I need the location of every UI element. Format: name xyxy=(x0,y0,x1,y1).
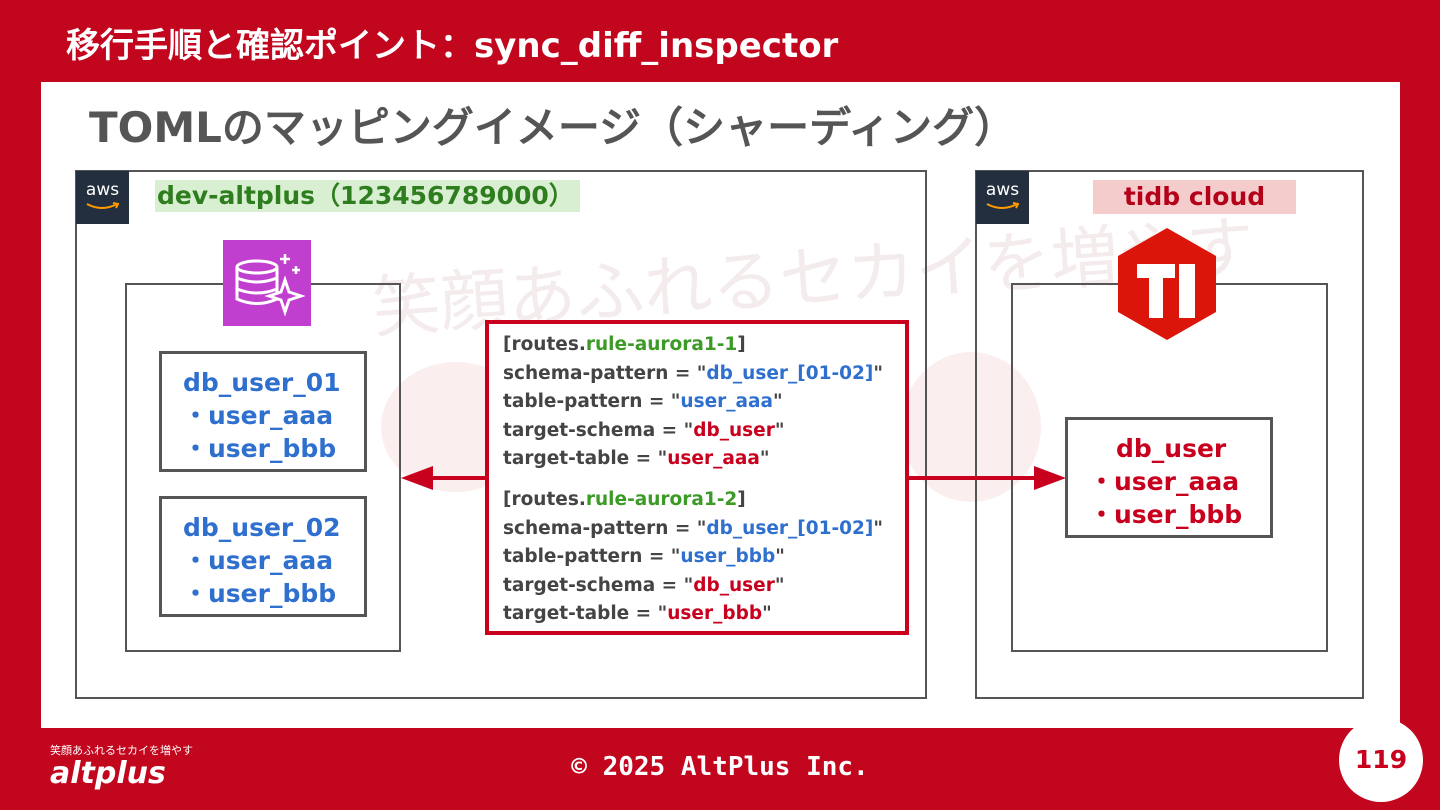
toml-target-table: target-table = "user_aaa" xyxy=(503,448,770,470)
toml-target-table: target-table = "user_bbb" xyxy=(503,603,772,625)
aurora-database-icon xyxy=(223,240,311,326)
toml-schema-pattern: schema-pattern = "db_user_[01-02]" xyxy=(503,362,883,384)
table-item: ・user_aaa xyxy=(1089,467,1240,496)
page-number: 119 xyxy=(1339,718,1423,802)
aws-account-label: dev-altplus（123456789000） xyxy=(155,180,580,212)
aws-icon: aws xyxy=(976,171,1029,224)
tidb-logo-icon xyxy=(1115,226,1219,342)
db-name: db_user_02 xyxy=(183,513,341,542)
table-item: ・user_bbb xyxy=(1089,500,1243,529)
content-panel: TOMLのマッピングイメージ（シャーディング） 笑顔あふれるセカイを増やす aw… xyxy=(41,82,1400,728)
toml-rule-header: [routes.rule-aurora1-1] xyxy=(503,334,746,355)
aws-icon: aws xyxy=(76,171,129,224)
db-name: db_user_01 xyxy=(183,368,341,397)
target-db-box: db_user ・user_aaa ・user_bbb xyxy=(1065,417,1273,538)
arrowhead-left xyxy=(401,466,433,490)
toml-rule-header: [routes.rule-aurora1-2] xyxy=(503,488,746,510)
toml-target-schema: target-schema = "db_user" xyxy=(503,419,785,441)
db-name: db_user xyxy=(1116,434,1227,463)
tidb-cloud-group xyxy=(975,170,1364,699)
arrowhead-right xyxy=(1034,466,1066,490)
header-title: 移行手順と確認ポイント：sync_diff_inspector xyxy=(66,26,839,66)
aws-account-group xyxy=(75,170,927,699)
table-item: ・user_bbb xyxy=(183,579,337,608)
toml-target-schema: target-schema = "db_user" xyxy=(503,574,785,596)
copyright-text: © 2025 AltPlus Inc. xyxy=(571,752,869,782)
toml-config-box: [routes.rule-aurora1-1] schema-pattern =… xyxy=(485,320,909,635)
toml-table-pattern: table-pattern = "user_bbb" xyxy=(503,546,785,568)
tidb-cloud-label: tidb cloud xyxy=(1093,180,1296,214)
toml-table-pattern: table-pattern = "user_aaa" xyxy=(503,391,783,413)
source-db-box: db_user_01 ・user_aaa ・user_bbb xyxy=(159,351,367,472)
toml-schema-pattern: schema-pattern = "db_user_[01-02]" xyxy=(503,517,883,539)
mapping-arrows xyxy=(401,466,1066,490)
source-db-box: db_user_02 ・user_aaa ・user_bbb xyxy=(159,496,367,617)
table-item: ・user_aaa xyxy=(183,546,334,575)
table-item: ・user_bbb xyxy=(183,434,337,463)
slide-title: TOMLのマッピングイメージ（シャーディング） xyxy=(89,103,1017,152)
altplus-logo: 笑顔あふれるセカイを増やす altplus xyxy=(50,744,193,791)
table-item: ・user_aaa xyxy=(183,401,334,430)
